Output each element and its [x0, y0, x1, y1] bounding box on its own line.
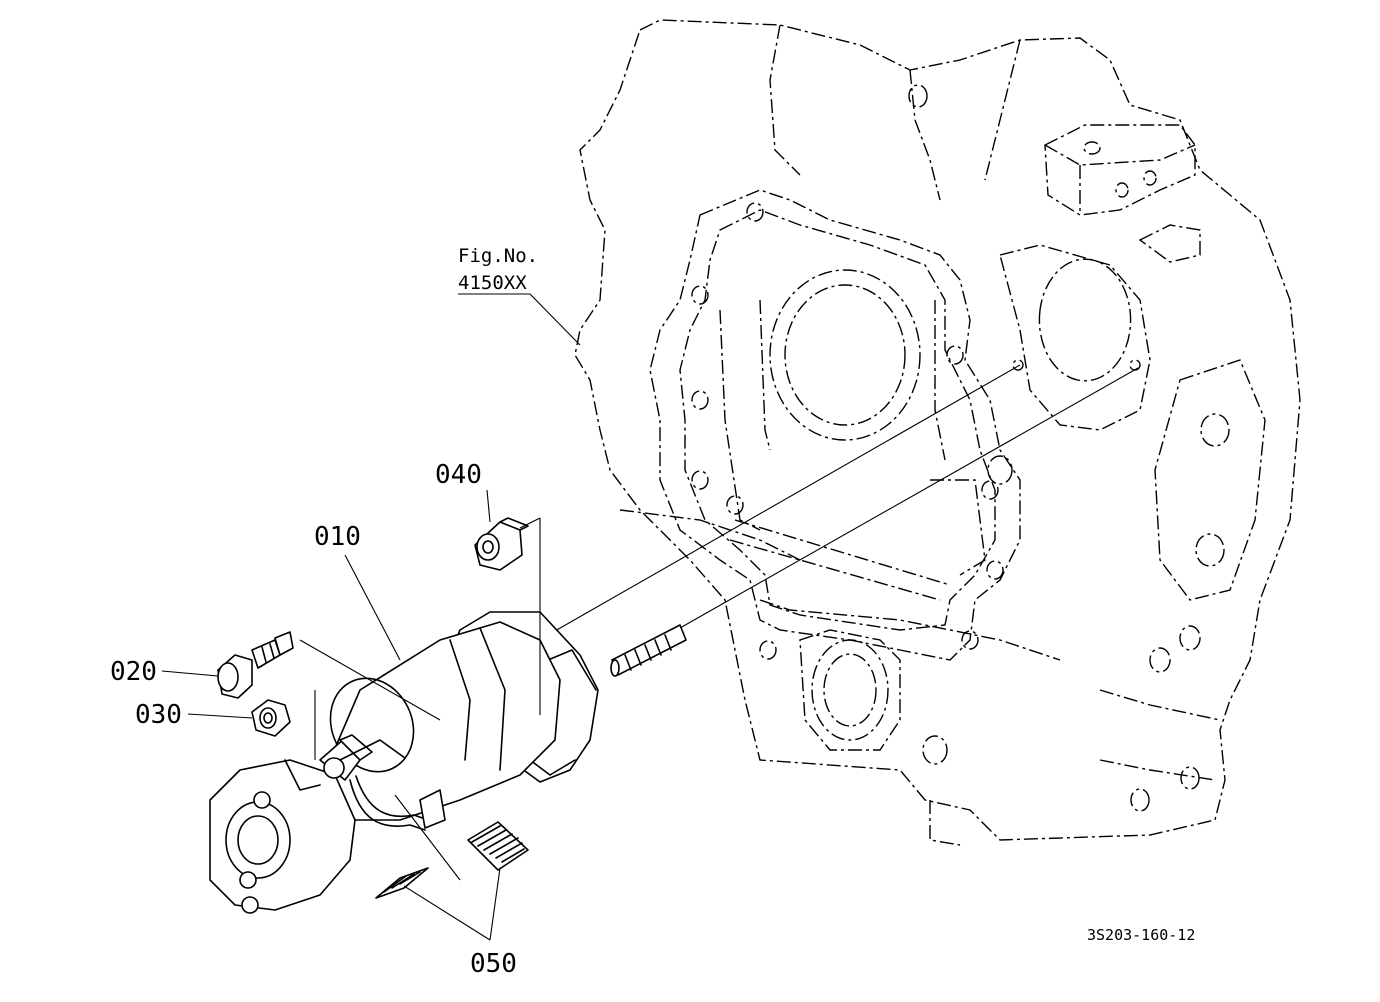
starter-motor	[209, 611, 599, 914]
callout-050: 050	[470, 949, 517, 979]
callout-040: 040	[435, 460, 482, 490]
figure-reference-line2: 4150XX	[458, 272, 527, 294]
figure-reference-line1: Fig.No.	[458, 245, 538, 267]
nut-part-030	[251, 699, 291, 737]
label-decal-part-050	[375, 821, 529, 899]
drawing-code: 3S203-160-12	[1087, 926, 1195, 944]
callout-leader-lines	[161, 293, 581, 941]
callout-020: 020	[110, 657, 157, 687]
callout-030: 030	[135, 700, 182, 730]
assembly-center-lines	[547, 364, 1139, 636]
stud-bolt	[610, 624, 687, 677]
engine-housing-outline	[574, 19, 1301, 846]
callout-010: 010	[314, 522, 361, 552]
mounting-lug	[1044, 124, 1201, 263]
flywheel-housing-gasket	[649, 189, 1141, 661]
bolt-part-020	[217, 631, 294, 699]
nut-part-040	[474, 517, 529, 571]
